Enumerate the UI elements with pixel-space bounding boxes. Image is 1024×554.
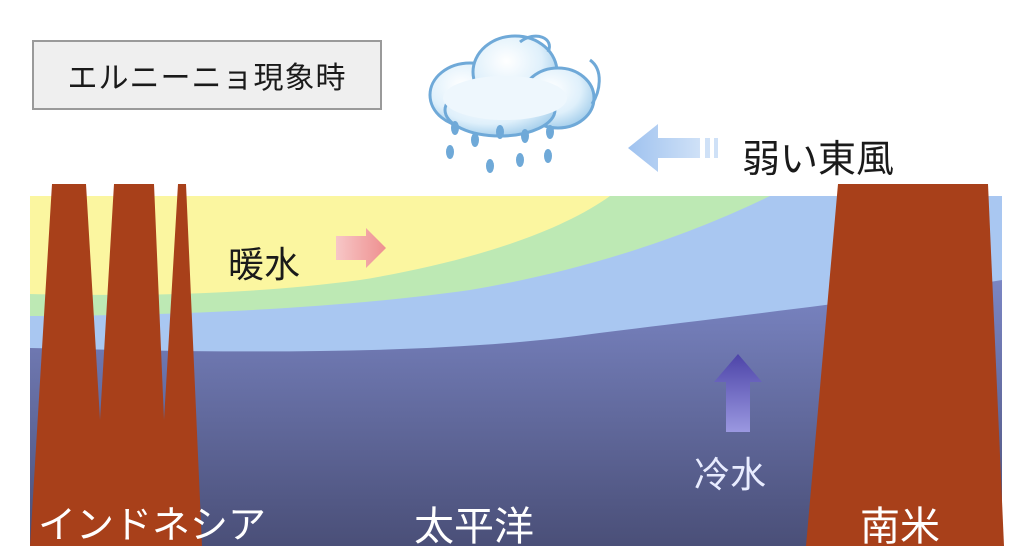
indonesia-land bbox=[30, 184, 202, 546]
arrow-left-icon bbox=[628, 124, 718, 172]
title-box: エルニーニョ現象時 bbox=[32, 40, 382, 110]
south-america-label: 南米 bbox=[860, 504, 940, 550]
indonesia-label: インドネシア bbox=[38, 503, 267, 547]
pacific-label: 太平洋 bbox=[414, 504, 534, 550]
rain-cloud-icon bbox=[428, 34, 601, 173]
title-text: エルニーニョ現象時 bbox=[67, 61, 347, 96]
south-america-land bbox=[806, 184, 1004, 546]
warm-water-label: 暖水 bbox=[228, 245, 301, 286]
arrow-right-icon bbox=[336, 228, 386, 268]
cold-water-label: 冷水 bbox=[694, 455, 767, 496]
indonesia-landmass bbox=[30, 184, 202, 546]
arrow-up-icon bbox=[714, 354, 762, 432]
wind-label: 弱い東風 bbox=[742, 137, 895, 181]
